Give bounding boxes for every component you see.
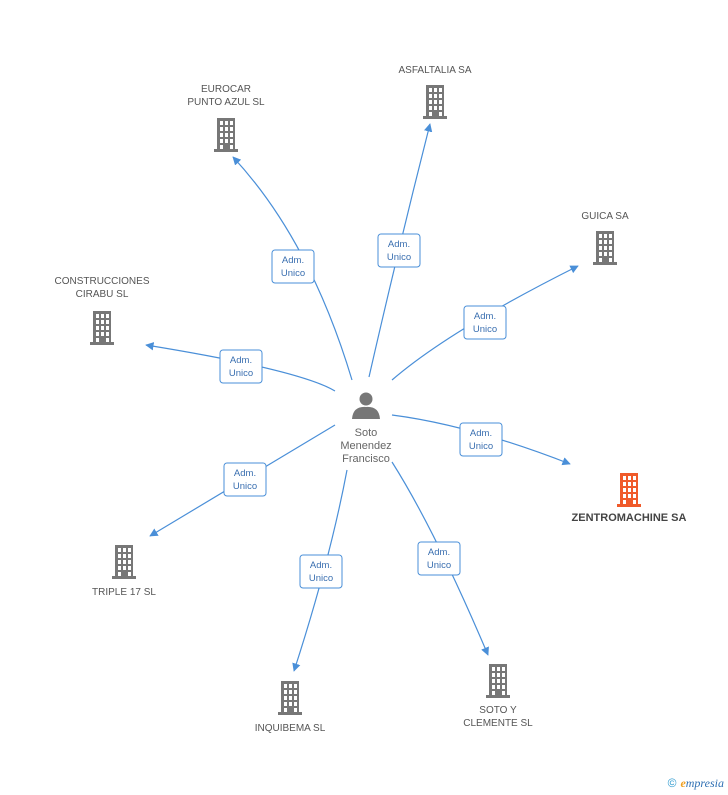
building-icon[interactable]	[112, 545, 136, 579]
company-label[interactable]: ZENTROMACHINE SA	[572, 512, 687, 524]
edge-label-text: Unico	[387, 252, 411, 263]
edge-label-box[interactable]	[377, 233, 421, 268]
edge-label-text: Unico	[427, 560, 451, 571]
edge-label-box[interactable]	[219, 349, 263, 384]
edge-label-text: Adm.	[234, 468, 256, 479]
company-label[interactable]: CLEMENTE SL	[463, 718, 533, 729]
company-label[interactable]: GUICA SA	[581, 211, 629, 222]
building-icon[interactable]	[617, 473, 641, 507]
edge-label-text: Unico	[469, 441, 493, 452]
edge-label-asfaltalia[interactable]: Adm. Unico	[377, 233, 421, 268]
company-node-guica[interactable]: GUICA SA	[581, 211, 629, 265]
edge-label-text: Unico	[473, 324, 497, 335]
company-label[interactable]: TRIPLE 17 SL	[92, 587, 156, 598]
edge-label-box[interactable]	[417, 541, 461, 576]
edge-label-text: Adm.	[230, 355, 252, 366]
edge-label-text: Unico	[229, 368, 253, 379]
edge-label-text: Adm.	[310, 560, 332, 571]
edge-label-inquibema[interactable]: Adm. Unico	[299, 554, 343, 589]
edge-label-box[interactable]	[459, 422, 503, 457]
edge-label-text: Unico	[309, 573, 333, 584]
brand-logo-initial: e	[680, 776, 686, 790]
company-node-triple17[interactable]: TRIPLE 17 SL	[92, 545, 156, 598]
building-icon[interactable]	[90, 311, 114, 345]
company-label[interactable]: ASFALTALIA SA	[399, 65, 472, 76]
building-icon[interactable]	[593, 231, 617, 265]
edge-label-box[interactable]	[299, 554, 343, 589]
company-node-construcciones[interactable]: CONSTRUCCIONES CIRABU SL	[54, 276, 150, 345]
edge-label-box[interactable]	[271, 249, 315, 284]
company-label[interactable]: PUNTO AZUL SL	[187, 97, 265, 108]
company-label[interactable]: CIRABU SL	[76, 289, 129, 300]
company-node-zentromachine[interactable]: ZENTROMACHINE SA	[572, 473, 687, 524]
company-label[interactable]: SOTO Y	[479, 705, 517, 716]
edge-label-triple17[interactable]: Adm. Unico	[223, 462, 267, 497]
edge-label-construcciones[interactable]: Adm. Unico	[219, 349, 263, 384]
company-node-eurocar[interactable]: EUROCAR PUNTO AZUL SL	[187, 84, 265, 152]
company-label[interactable]: CONSTRUCCIONES	[54, 276, 149, 287]
edge-label-zentromachine[interactable]: Adm. Unico	[459, 422, 503, 457]
edge-label-text: Adm.	[474, 311, 496, 322]
edge-label-box[interactable]	[463, 305, 507, 340]
company-node-asfaltalia[interactable]: ASFALTALIA SA	[399, 65, 472, 119]
edge-label-text: Unico	[281, 268, 305, 279]
person-icon[interactable]	[352, 392, 380, 420]
edge-label-text: Unico	[233, 481, 257, 492]
building-icon[interactable]	[214, 118, 238, 152]
building-icon[interactable]	[423, 85, 447, 119]
edge-label-box[interactable]	[223, 462, 267, 497]
edge-line-construcciones	[145, 342, 336, 392]
company-node-sotoyclemente[interactable]: SOTO Y CLEMENTE SL	[463, 664, 533, 729]
building-icon[interactable]	[278, 681, 302, 715]
edge-label-text: Adm.	[388, 239, 410, 250]
edge-label-eurocar[interactable]: Adm. Unico	[271, 249, 315, 284]
company-label[interactable]: EUROCAR	[201, 84, 251, 95]
company-label[interactable]: INQUIBEMA SL	[255, 723, 326, 734]
edge-label-text: Adm.	[470, 428, 492, 439]
building-icon[interactable]	[486, 664, 510, 698]
brand-footer: ©empresia	[668, 776, 724, 791]
person-label[interactable]: Soto	[355, 427, 378, 439]
person-label[interactable]: Menendez	[340, 440, 391, 452]
company-node-inquibema[interactable]: INQUIBEMA SL	[255, 681, 326, 734]
edge-label-text: Adm.	[282, 255, 304, 266]
edge-label-sotoyclemente[interactable]: Adm. Unico	[417, 541, 461, 576]
edge-label-guica[interactable]: Adm. Unico	[463, 305, 507, 340]
copyright-icon: ©	[667, 776, 677, 790]
person-label[interactable]: Francisco	[342, 453, 390, 465]
edge-label-text: Adm.	[428, 547, 450, 558]
brand-logo-text: mpresia	[685, 776, 724, 790]
